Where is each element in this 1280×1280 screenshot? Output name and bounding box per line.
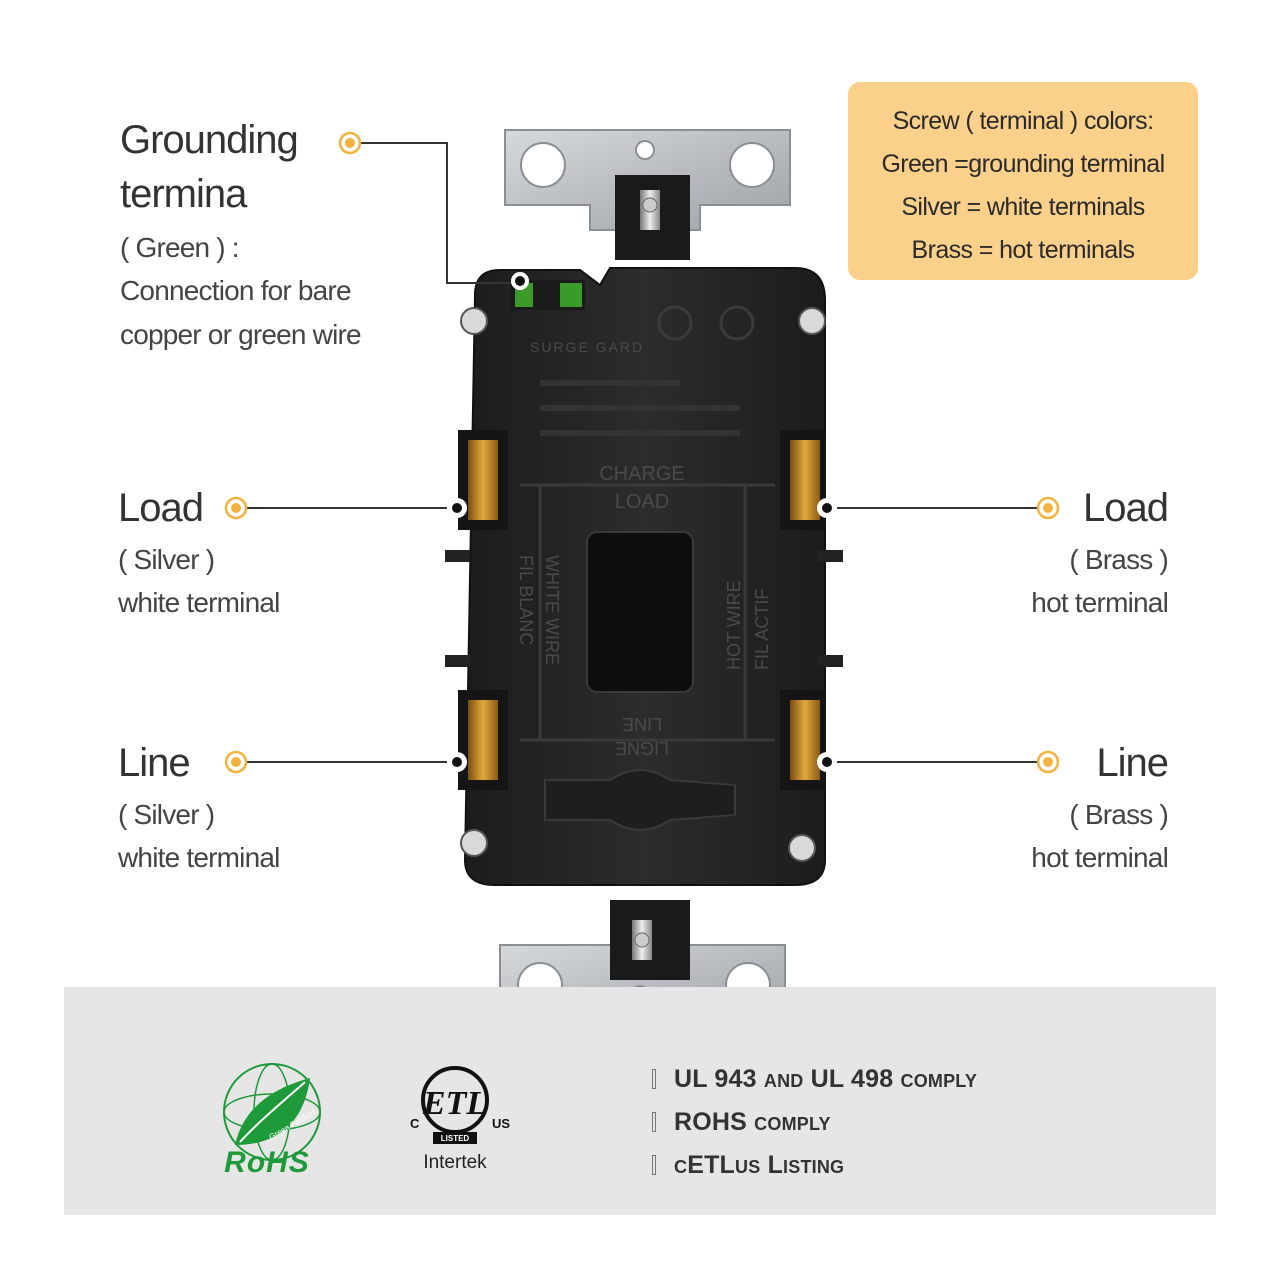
intertek-text: Intertek	[423, 1152, 487, 1173]
marking-charge: CHARGE	[599, 463, 685, 485]
etl-c-text: C	[410, 1116, 420, 1131]
rohs-logo-text: RoHS	[224, 1146, 310, 1179]
bullet-icon	[652, 1155, 656, 1175]
screw-color-infobox: Screw ( terminal ) colors: Green =ground…	[848, 82, 1198, 280]
receptacle-body	[445, 267, 843, 886]
etl-mark-text: ETL	[422, 1085, 487, 1122]
leaf-icon	[223, 1063, 321, 1161]
line-left-callout: Line ( Silver ) white terminal	[118, 743, 280, 880]
marking-load: LOAD	[615, 491, 669, 513]
grounding-sub1: ( Green ) :	[120, 232, 240, 263]
line-right-sub1: ( Brass )	[1069, 799, 1168, 830]
load-left-callout: Load ( Silver ) white terminal	[118, 488, 280, 625]
certification-band	[64, 987, 1216, 1215]
marking-hot-wire: HOT WIRE	[724, 580, 744, 670]
marking-fil-blanc: FIL BLANC	[516, 555, 536, 645]
etl-us-text: US	[492, 1116, 510, 1131]
mounting-strap-top	[504, 129, 791, 260]
load-right-title: Load	[1083, 486, 1169, 530]
device-markings: SURGE GARD CHARGE LOAD WHITE WIRE FIL BL…	[516, 339, 772, 758]
grounding-title-line1: Grounding	[120, 118, 299, 162]
marking-white-wire: WHITE WIRE	[542, 555, 562, 665]
marking-surge: SURGE GARD	[530, 339, 644, 355]
bullet-icon	[652, 1069, 656, 1089]
infobox-line4: Brass = hot terminals	[911, 236, 1136, 264]
line-right-callout: Line ( Brass ) hot terminal	[908, 741, 1169, 880]
infobox-line1: Screw ( terminal ) colors:	[892, 107, 1154, 135]
load-right-sub1: ( Brass )	[1069, 544, 1168, 575]
line-left-title: Line	[118, 741, 191, 785]
line-right-title: Line	[1096, 741, 1169, 785]
etl-listed-text: LISTED	[441, 1134, 470, 1143]
grounding-title-line2: termina	[120, 172, 247, 216]
marking-fil-actif: FIL ACTIF	[752, 589, 772, 670]
line-right-sub2: hot terminal	[1031, 842, 1169, 874]
callout-dots	[224, 131, 1060, 774]
corner-screws	[460, 307, 826, 862]
marking-line: LINE	[622, 714, 662, 734]
infobox-line2: Green =grounding terminal	[881, 150, 1165, 178]
cert-list: UL 943 and UL 498 comply ROHS comply cET…	[652, 1065, 977, 1194]
rohs-logo: Green Product RoHS	[223, 1063, 321, 1179]
left-terminals	[458, 430, 508, 790]
grounding-sub3: copper or green wire	[120, 318, 362, 350]
line-left-sub2: white terminal	[118, 842, 280, 874]
load-left-sub1: ( Silver )	[118, 544, 215, 575]
cert-item-cetlus: cETLus Listing	[652, 1151, 977, 1194]
grounding-callout: Grounding termina ( Green ) : Connection…	[120, 118, 362, 356]
load-right-callout: Load ( Brass ) hot terminal	[908, 486, 1169, 625]
load-left-sub2: white terminal	[118, 587, 280, 619]
right-terminals	[780, 430, 825, 790]
cert-item-rohs: ROHS comply	[652, 1108, 977, 1151]
etl-listed-logo: ETL C US LISTED Intertek	[410, 1066, 510, 1173]
callout-leaders	[246, 142, 1038, 763]
line-left-sub1: ( Silver )	[118, 799, 215, 830]
cert-item-ul: UL 943 and UL 498 comply	[652, 1065, 977, 1108]
grounding-sub2: Connection for bare	[120, 275, 352, 307]
marking-ligne: LIGNE	[615, 738, 669, 758]
bullet-icon	[652, 1112, 656, 1132]
load-right-sub2: hot terminal	[1031, 587, 1169, 619]
load-left-title: Load	[118, 486, 204, 530]
infobox-line3: Silver = white terminals	[901, 193, 1145, 221]
